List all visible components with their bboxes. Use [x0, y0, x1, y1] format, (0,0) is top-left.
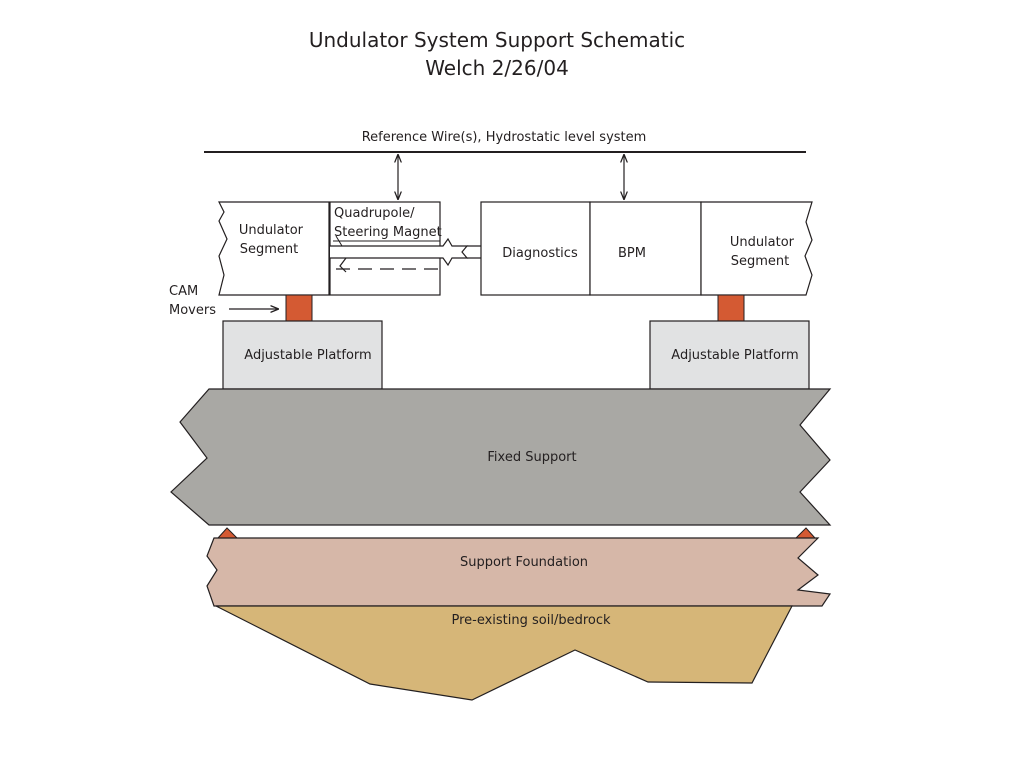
undulator-segment-right-label: Undulator Segment — [730, 235, 798, 269]
cam-mover-left — [285, 294, 313, 322]
beam-pipe-right-end — [467, 245, 481, 259]
support-pad-left — [216, 527, 239, 539]
cam-mover-right — [717, 294, 745, 322]
reference-line-label: Reference Wire(s), Hydrostatic level sys… — [362, 130, 647, 145]
diagnostics-label: Diagnostics — [502, 246, 578, 261]
soil-bedrock — [215, 605, 793, 701]
bpm-label: BPM — [618, 246, 646, 261]
beam-pipe — [330, 237, 469, 267]
adjustable-platform-left-label: Adjustable Platform — [244, 348, 371, 363]
quadrupole-label: Quadrupole/ Steering Magnet — [334, 206, 442, 240]
bpm-box — [589, 201, 702, 296]
diagram-title: Undulator System Support Schematic — [309, 28, 685, 52]
undulator-segment-left-label: Undulator Segment — [239, 223, 307, 257]
undulator-segment-left — [218, 201, 330, 296]
cam-movers-label: CAM Movers — [169, 284, 216, 318]
adjustable-platform-left — [222, 320, 383, 390]
beam-pipe-break-left — [339, 257, 347, 273]
soil-bedrock-label: Pre-existing soil/bedrock — [451, 613, 611, 628]
fixed-support-label: Fixed Support — [487, 450, 576, 465]
support-foundation — [206, 537, 832, 607]
diagnostics-box — [480, 201, 591, 296]
support-foundation-label: Support Foundation — [460, 555, 588, 570]
adjustable-platform-right-label: Adjustable Platform — [671, 348, 798, 363]
support-pad-right — [794, 527, 817, 539]
fixed-support — [170, 388, 832, 526]
adjustable-platform-right — [649, 320, 810, 390]
diagram-subtitle: Welch 2/26/04 — [425, 56, 569, 80]
